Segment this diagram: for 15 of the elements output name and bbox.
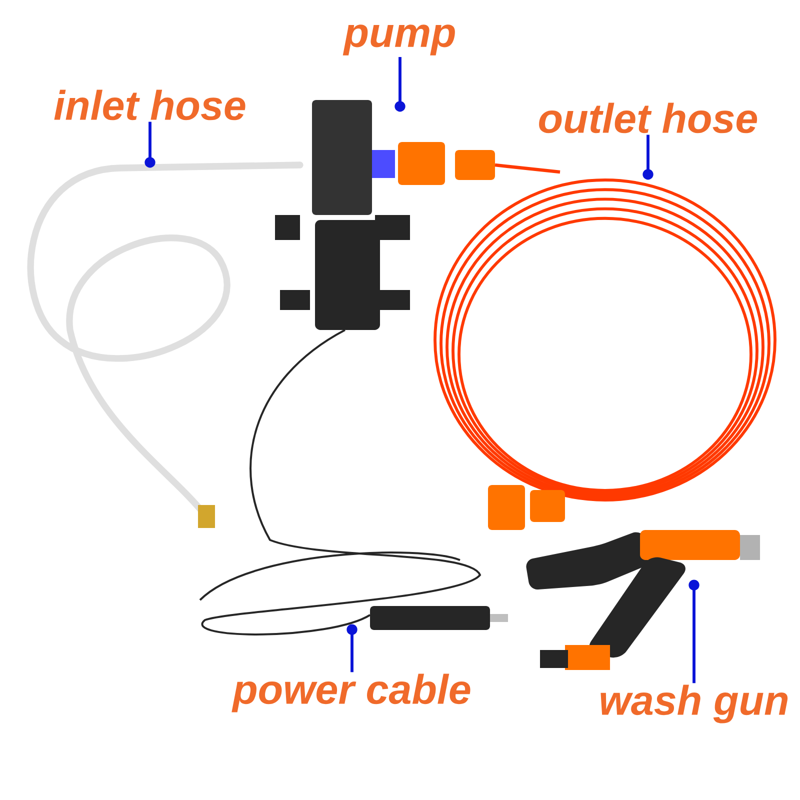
leader-line — [642, 134, 654, 180]
leader-line — [394, 57, 406, 112]
part-label: pump — [342, 24, 455, 56]
hose-drawing — [434, 163, 776, 530]
wash-gun-drawing — [526, 530, 760, 670]
part-label: power cable — [232, 674, 470, 712]
part-label: wash gun — [600, 684, 788, 724]
leader-line — [144, 122, 156, 168]
hose-drawing — [28, 162, 304, 528]
leader-line — [688, 580, 700, 684]
part-label: inlet hose — [54, 90, 246, 120]
part-label: outlet hose — [539, 102, 758, 134]
power-cable-drawing — [199, 329, 508, 636]
leader-line — [346, 624, 358, 672]
pump-drawing — [275, 100, 495, 330]
